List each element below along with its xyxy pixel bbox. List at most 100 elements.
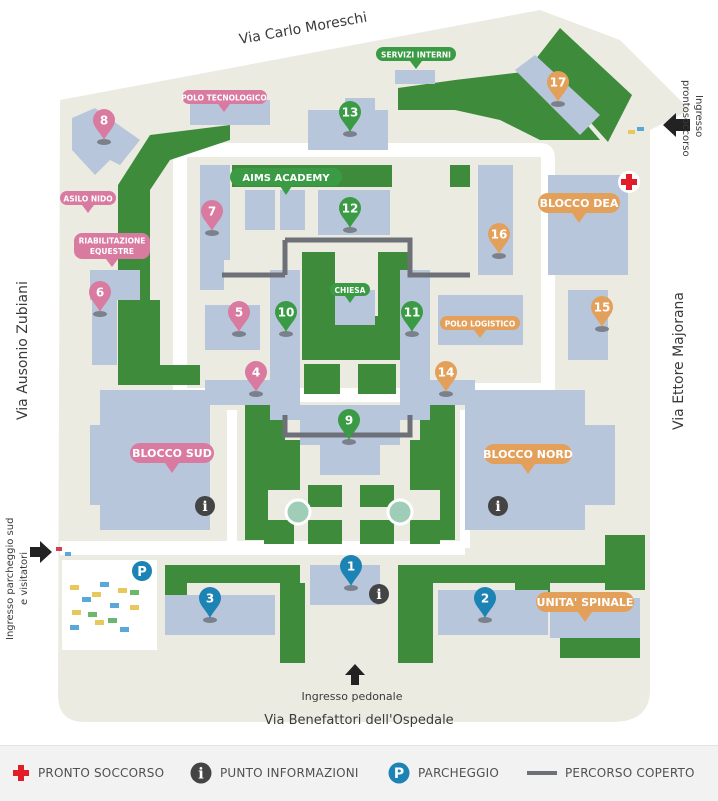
- map-pin-icon: [89, 281, 111, 312]
- map-pin-icon: [339, 101, 361, 132]
- marker-shadow: [343, 131, 357, 137]
- roundabout-east: [386, 498, 414, 526]
- info-point-nord[interactable]: i: [488, 496, 508, 516]
- map-pin-icon: [201, 200, 223, 231]
- marker-number: 13: [342, 106, 359, 120]
- marker-number: 9: [345, 414, 353, 428]
- marker-17[interactable]: 17: [547, 71, 569, 107]
- map-pin-icon: [339, 197, 361, 228]
- marker-number: 17: [550, 76, 567, 90]
- info-icon: [195, 496, 215, 516]
- svg-text:i: i: [376, 587, 381, 603]
- street-east-label: Via Ettore Majorana: [671, 292, 687, 430]
- parking-entrance-line1: Ingresso parcheggio sud: [5, 518, 16, 640]
- label-polo-logistico[interactable]: POLO LOGISTICO: [440, 316, 520, 338]
- map-pin-icon: [435, 361, 457, 392]
- marker-shadow: [595, 326, 609, 332]
- parking-entrance-line2: e visitatori: [19, 552, 30, 605]
- svg-text:RIABILITAZIONE: RIABILITAZIONE: [79, 237, 146, 246]
- legend-parcheggio: P PARCHEGGIO: [388, 762, 499, 784]
- info-icon: i: [190, 762, 212, 784]
- label-blocco-nord[interactable]: BLOCCO NORD: [483, 444, 573, 474]
- hospital-campus-map: Via Carlo Moreschi Via Ausonio Zubiani V…: [5, 9, 704, 728]
- svg-text:ASILO NIDO: ASILO NIDO: [63, 195, 112, 204]
- svg-text:UNITA' SPINALE: UNITA' SPINALE: [537, 596, 634, 609]
- roundabout-west: [284, 498, 312, 526]
- emergency-entrance-line1: Ingresso: [693, 95, 704, 137]
- marker-14[interactable]: 14: [435, 361, 457, 397]
- label-polo-tecnologico[interactable]: POLO TECNOLOGICO: [181, 90, 267, 112]
- map-pin-icon: [591, 296, 613, 327]
- marker-4[interactable]: 4: [245, 361, 267, 397]
- map-pin-icon: [228, 301, 250, 332]
- label-asilo-nido[interactable]: ASILO NIDO: [60, 191, 116, 213]
- legend-pronto-soccorso-label: PRONTO SOCCORSO: [38, 766, 165, 780]
- map-pin-icon: [199, 587, 221, 618]
- map-pin-icon: [547, 71, 569, 102]
- marker-9[interactable]: 9: [338, 408, 361, 445]
- arrow-right-icon: [30, 541, 52, 563]
- label-servizi-interni[interactable]: SERVIZI INTERNI: [376, 47, 456, 69]
- info-icon: [369, 584, 389, 604]
- parking-marker[interactable]: P: [132, 561, 152, 581]
- marker-number: 7: [208, 205, 216, 219]
- marker-shadow: [342, 439, 356, 445]
- marker-5[interactable]: 5: [228, 301, 250, 337]
- marker-shadow: [478, 617, 492, 623]
- marker-7[interactable]: 7: [201, 200, 223, 236]
- marker-number: 16: [491, 228, 508, 242]
- street-south-label: Via Benefattori dell'Ospedale: [264, 713, 453, 728]
- marker-6[interactable]: 6: [89, 281, 111, 317]
- label-blocco-dea[interactable]: BLOCCO DEA: [538, 193, 620, 223]
- parking-entrance[interactable]: Ingresso parcheggio sud e visitatori: [5, 518, 52, 640]
- marker-shadow: [343, 227, 357, 233]
- map-pin-icon: [275, 301, 297, 332]
- street-west-label: Via Ausonio Zubiani: [15, 281, 31, 420]
- marker-shadow: [551, 101, 565, 107]
- info-point-sud[interactable]: i: [195, 496, 215, 516]
- label-riabilitazione-equestre[interactable]: RIABILITAZIONE EQUESTRE: [74, 233, 150, 267]
- marker-2[interactable]: 2: [474, 587, 496, 623]
- marker-number: 4: [252, 366, 260, 380]
- marker-10[interactable]: 10: [275, 301, 297, 337]
- map-pin-icon: [338, 408, 361, 440]
- svg-text:POLO TECNOLOGICO: POLO TECNOLOGICO: [181, 94, 266, 103]
- marker-shadow: [405, 331, 419, 337]
- label-blocco-sud[interactable]: BLOCCO SUD: [130, 443, 214, 473]
- marker-number: 8: [100, 114, 108, 128]
- car-dots: [56, 127, 644, 556]
- marker-13[interactable]: 13: [339, 101, 361, 137]
- parking-icon: P: [388, 762, 410, 784]
- marker-shadow: [97, 139, 111, 145]
- svg-text:i: i: [198, 765, 204, 783]
- marker-1[interactable]: 1: [340, 555, 362, 591]
- marker-number: 14: [438, 366, 455, 380]
- label-chiesa[interactable]: CHIESA: [330, 283, 370, 303]
- label-aims-academy[interactable]: AIMS ACADEMY: [230, 168, 342, 195]
- parking-area: [62, 560, 157, 650]
- marker-3[interactable]: 3: [199, 587, 221, 623]
- svg-text:BLOCCO SUD: BLOCCO SUD: [132, 447, 212, 460]
- marker-shadow: [249, 391, 263, 397]
- marker-11[interactable]: 11: [401, 301, 423, 337]
- covered-path-icon: [527, 771, 557, 775]
- emergency-entrance[interactable]: Ingresso prontosoccorso: [663, 80, 704, 157]
- emergency-entrance-line2: prontosoccorso: [680, 80, 691, 157]
- legend-parcheggio-label: PARCHEGGIO: [418, 766, 499, 780]
- info-icon: [488, 496, 508, 516]
- label-unita-spinale[interactable]: UNITA' SPINALE: [536, 592, 634, 622]
- info-point-main[interactable]: i: [369, 584, 389, 604]
- marker-8[interactable]: 8: [93, 109, 115, 145]
- svg-text:AIMS ACADEMY: AIMS ACADEMY: [242, 173, 330, 184]
- marker-15[interactable]: 15: [591, 296, 613, 332]
- marker-shadow: [439, 391, 453, 397]
- marker-16[interactable]: 16: [488, 223, 510, 259]
- arrow-up-icon: [345, 664, 365, 685]
- marker-12[interactable]: 12: [339, 197, 361, 233]
- pronto-soccorso-marker[interactable]: [618, 171, 640, 193]
- legend-pronto-soccorso: PRONTO SOCCORSO: [12, 762, 164, 784]
- pedestrian-entrance[interactable]: Ingresso pedonale: [302, 664, 403, 703]
- parking-icon: [132, 561, 152, 581]
- svg-text:CHIESA: CHIESA: [335, 286, 366, 295]
